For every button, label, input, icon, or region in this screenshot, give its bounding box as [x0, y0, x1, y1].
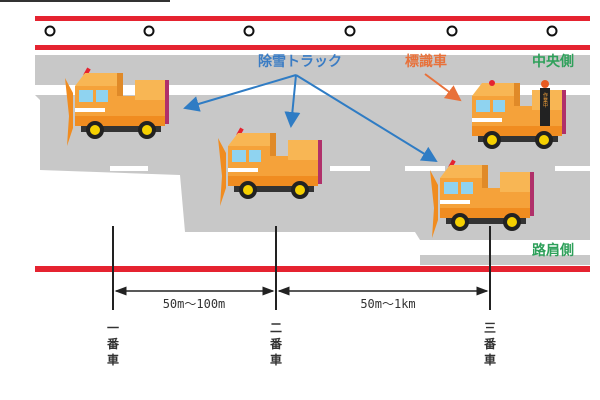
sign-vehicle: 作業中: [472, 80, 566, 149]
median-edge-top: [35, 16, 590, 21]
vehicle-label-char: 一: [107, 321, 119, 335]
center-side-label: 中央側: [532, 53, 574, 70]
sign-board: [540, 88, 550, 126]
sign-vehicle-label: 標識車: [405, 53, 447, 70]
vehicle-label-char: 車: [270, 352, 282, 367]
vehicle-label-2: 二 番 車: [269, 321, 283, 367]
distance-label-2: 50m〜1km: [360, 297, 415, 311]
road-edge-bottom: [35, 266, 590, 272]
vehicle-label-char: 車: [484, 352, 496, 367]
median-posts: [44, 25, 558, 37]
snow-trucks-label: 除雪トラック: [258, 53, 342, 70]
snow-truck-arrows: [183, 74, 438, 163]
vehicle-label-char: 番: [106, 336, 120, 351]
vehicle-label-3: 三 番 車: [483, 321, 497, 367]
vehicle-label-char: 番: [483, 336, 497, 351]
sign-vehicle-arrow: [424, 73, 462, 102]
vehicle-label-1: 一 番 車: [106, 321, 120, 367]
vehicle-label-char: 車: [107, 352, 119, 367]
vehicle-markers: [112, 226, 491, 310]
vehicle-label-char: 三: [484, 321, 496, 335]
vehicle-label-char: 番: [269, 336, 283, 351]
shoulder-side-label: 路肩側: [532, 242, 574, 259]
vehicle-label-char: 二: [270, 321, 282, 335]
distance-label-1: 50m〜100m: [163, 297, 226, 311]
lane-center: [35, 55, 590, 85]
median-edge-bottom: [35, 45, 590, 50]
sign-panel-text: 作業中: [542, 92, 548, 109]
shoulder: [420, 255, 590, 265]
